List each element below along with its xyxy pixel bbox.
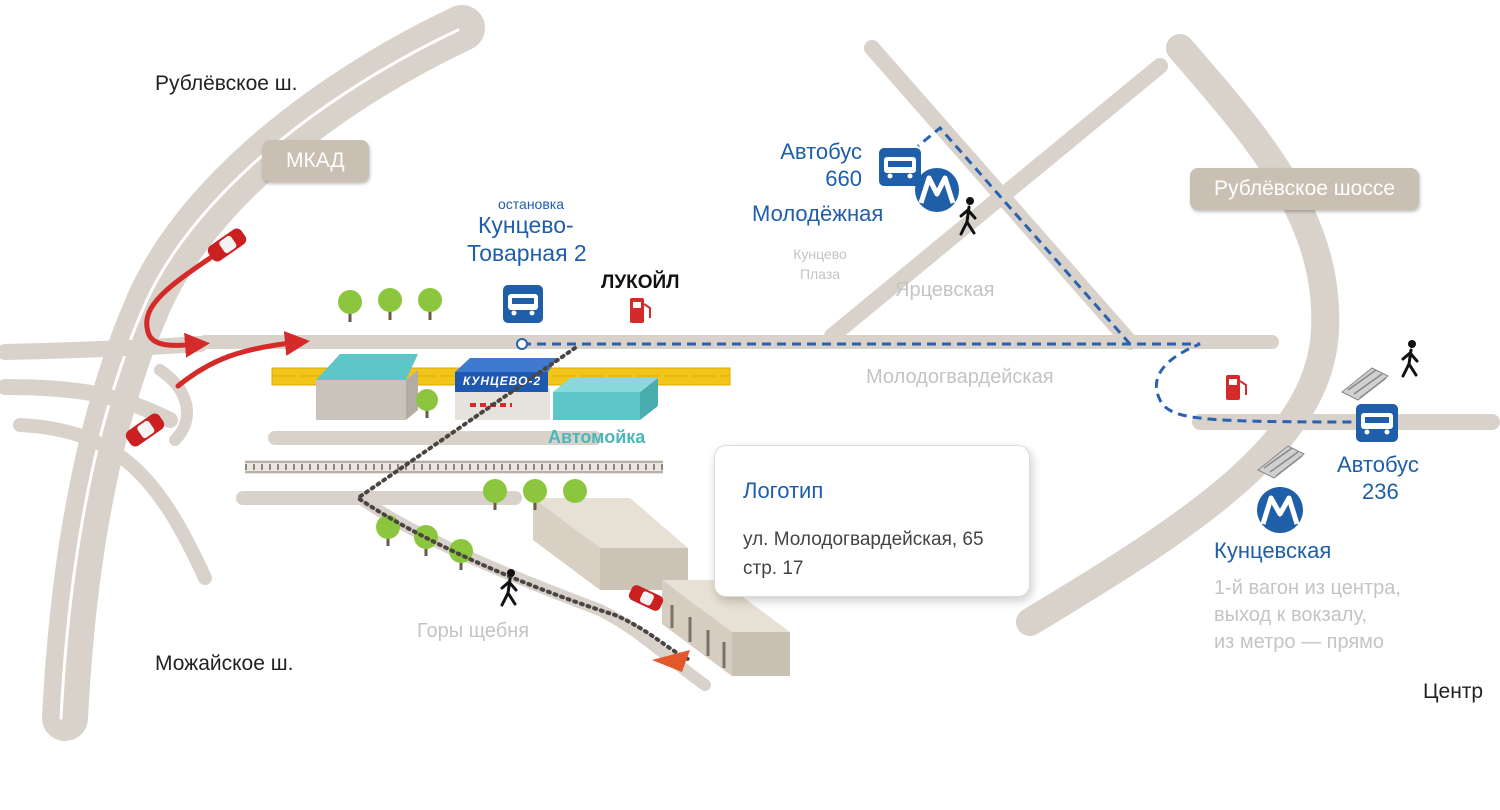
railway: [245, 460, 663, 474]
stop-name-line2: Товарная 2: [467, 240, 587, 266]
walking-route-dotted: [354, 346, 692, 662]
bus-660-number: 660: [825, 166, 862, 191]
address-callout: Логотип ул. Молодогвардейская, 65 стр. 1…: [714, 445, 1030, 597]
metro-icon: [1257, 487, 1303, 533]
stairs-icon: [1341, 367, 1389, 401]
pedestrian-icon: [959, 197, 977, 236]
stop-name-line1: Кунцево-: [478, 212, 574, 238]
bus-236-label: Автобус: [1337, 452, 1419, 477]
bus-660-label: Автобус: [780, 139, 862, 164]
fuel-icon: [630, 298, 651, 323]
metro-kuntsevskaya-note-1: 1-й вагон из центра,: [1214, 577, 1401, 599]
pedestrian-icon: [500, 569, 518, 607]
metro-kuntsevskaya-note-3: из метро — прямо: [1214, 631, 1385, 653]
tree-icon: [483, 479, 507, 510]
road-badge-rublevskoe-shosse: Рублёвское шоссе: [1190, 168, 1420, 210]
car-icon: [207, 228, 247, 262]
driving-route: [144, 247, 310, 389]
mozhayskoe-road: [0, 379, 178, 428]
bus-236-number: 236: [1362, 479, 1399, 504]
metro-kuntsevskaya-label: Кунцевская: [1214, 538, 1332, 563]
lukoil-label: ЛУКОЙЛ: [601, 272, 680, 293]
road-label-yartsevskaya: Ярцевская: [895, 279, 995, 301]
tree-icon: [378, 288, 402, 320]
road-badge-mkad: МКАД: [262, 140, 369, 182]
bus-route-dashed: [522, 125, 1361, 424]
callout-address: ул. Молодогвардейская, 65 стр. 17: [743, 529, 984, 579]
car-wash-label: Автомойка: [548, 427, 646, 447]
car-icon: [628, 585, 664, 611]
gory-shchebnya-label: Горы щебня: [417, 620, 530, 642]
fuel-icon: [1226, 375, 1247, 400]
rublevskoe-shosse-road: [1016, 34, 1340, 636]
car-icon: [125, 413, 165, 447]
tree-icon: [338, 290, 362, 322]
pedestrian-icon: [1401, 340, 1419, 378]
bus-icon: [1356, 404, 1398, 442]
arrow-icon: [652, 650, 690, 672]
station-sign-label: КУНЦЕВО-2: [462, 374, 542, 388]
bus-icon: [503, 285, 543, 323]
road-label-mozhayskoe-sh: Можайское ш.: [155, 652, 294, 675]
metro-molodezhnaya-label: Молодёжная: [752, 201, 884, 226]
bus-icon: [879, 148, 921, 186]
direction-label-center: Центр: [1423, 680, 1484, 703]
interchange-loop: [13, 418, 212, 585]
road-label-rublevskoe-sh: Рублёвское ш.: [155, 72, 298, 95]
kuntsevo-plaza-line2: Плаза: [799, 266, 841, 282]
tree-icon: [563, 479, 587, 503]
kuntsevo-plaza-line1: Кунцево: [793, 246, 847, 262]
buildings: [316, 354, 790, 676]
metro-kuntsevskaya-note-2: выход к вокзалу,: [1214, 604, 1368, 626]
bus-stop-point: [516, 338, 528, 350]
tree-icon: [523, 479, 547, 510]
road-label-molodogvardeyskaya: Молодогвардейская: [866, 366, 1054, 388]
callout-title: Логотип: [743, 478, 824, 503]
station-sign: [455, 372, 548, 392]
stairs-icon: [1257, 445, 1305, 479]
mkad-road-divider: [59, 28, 460, 720]
interchange-loop-2: [154, 364, 193, 446]
stop-caption: остановка: [498, 196, 565, 212]
roads: [0, 5, 1500, 741]
tree-icon: [418, 288, 442, 320]
metro-icon: [915, 168, 959, 212]
tree-icon: [416, 389, 438, 418]
